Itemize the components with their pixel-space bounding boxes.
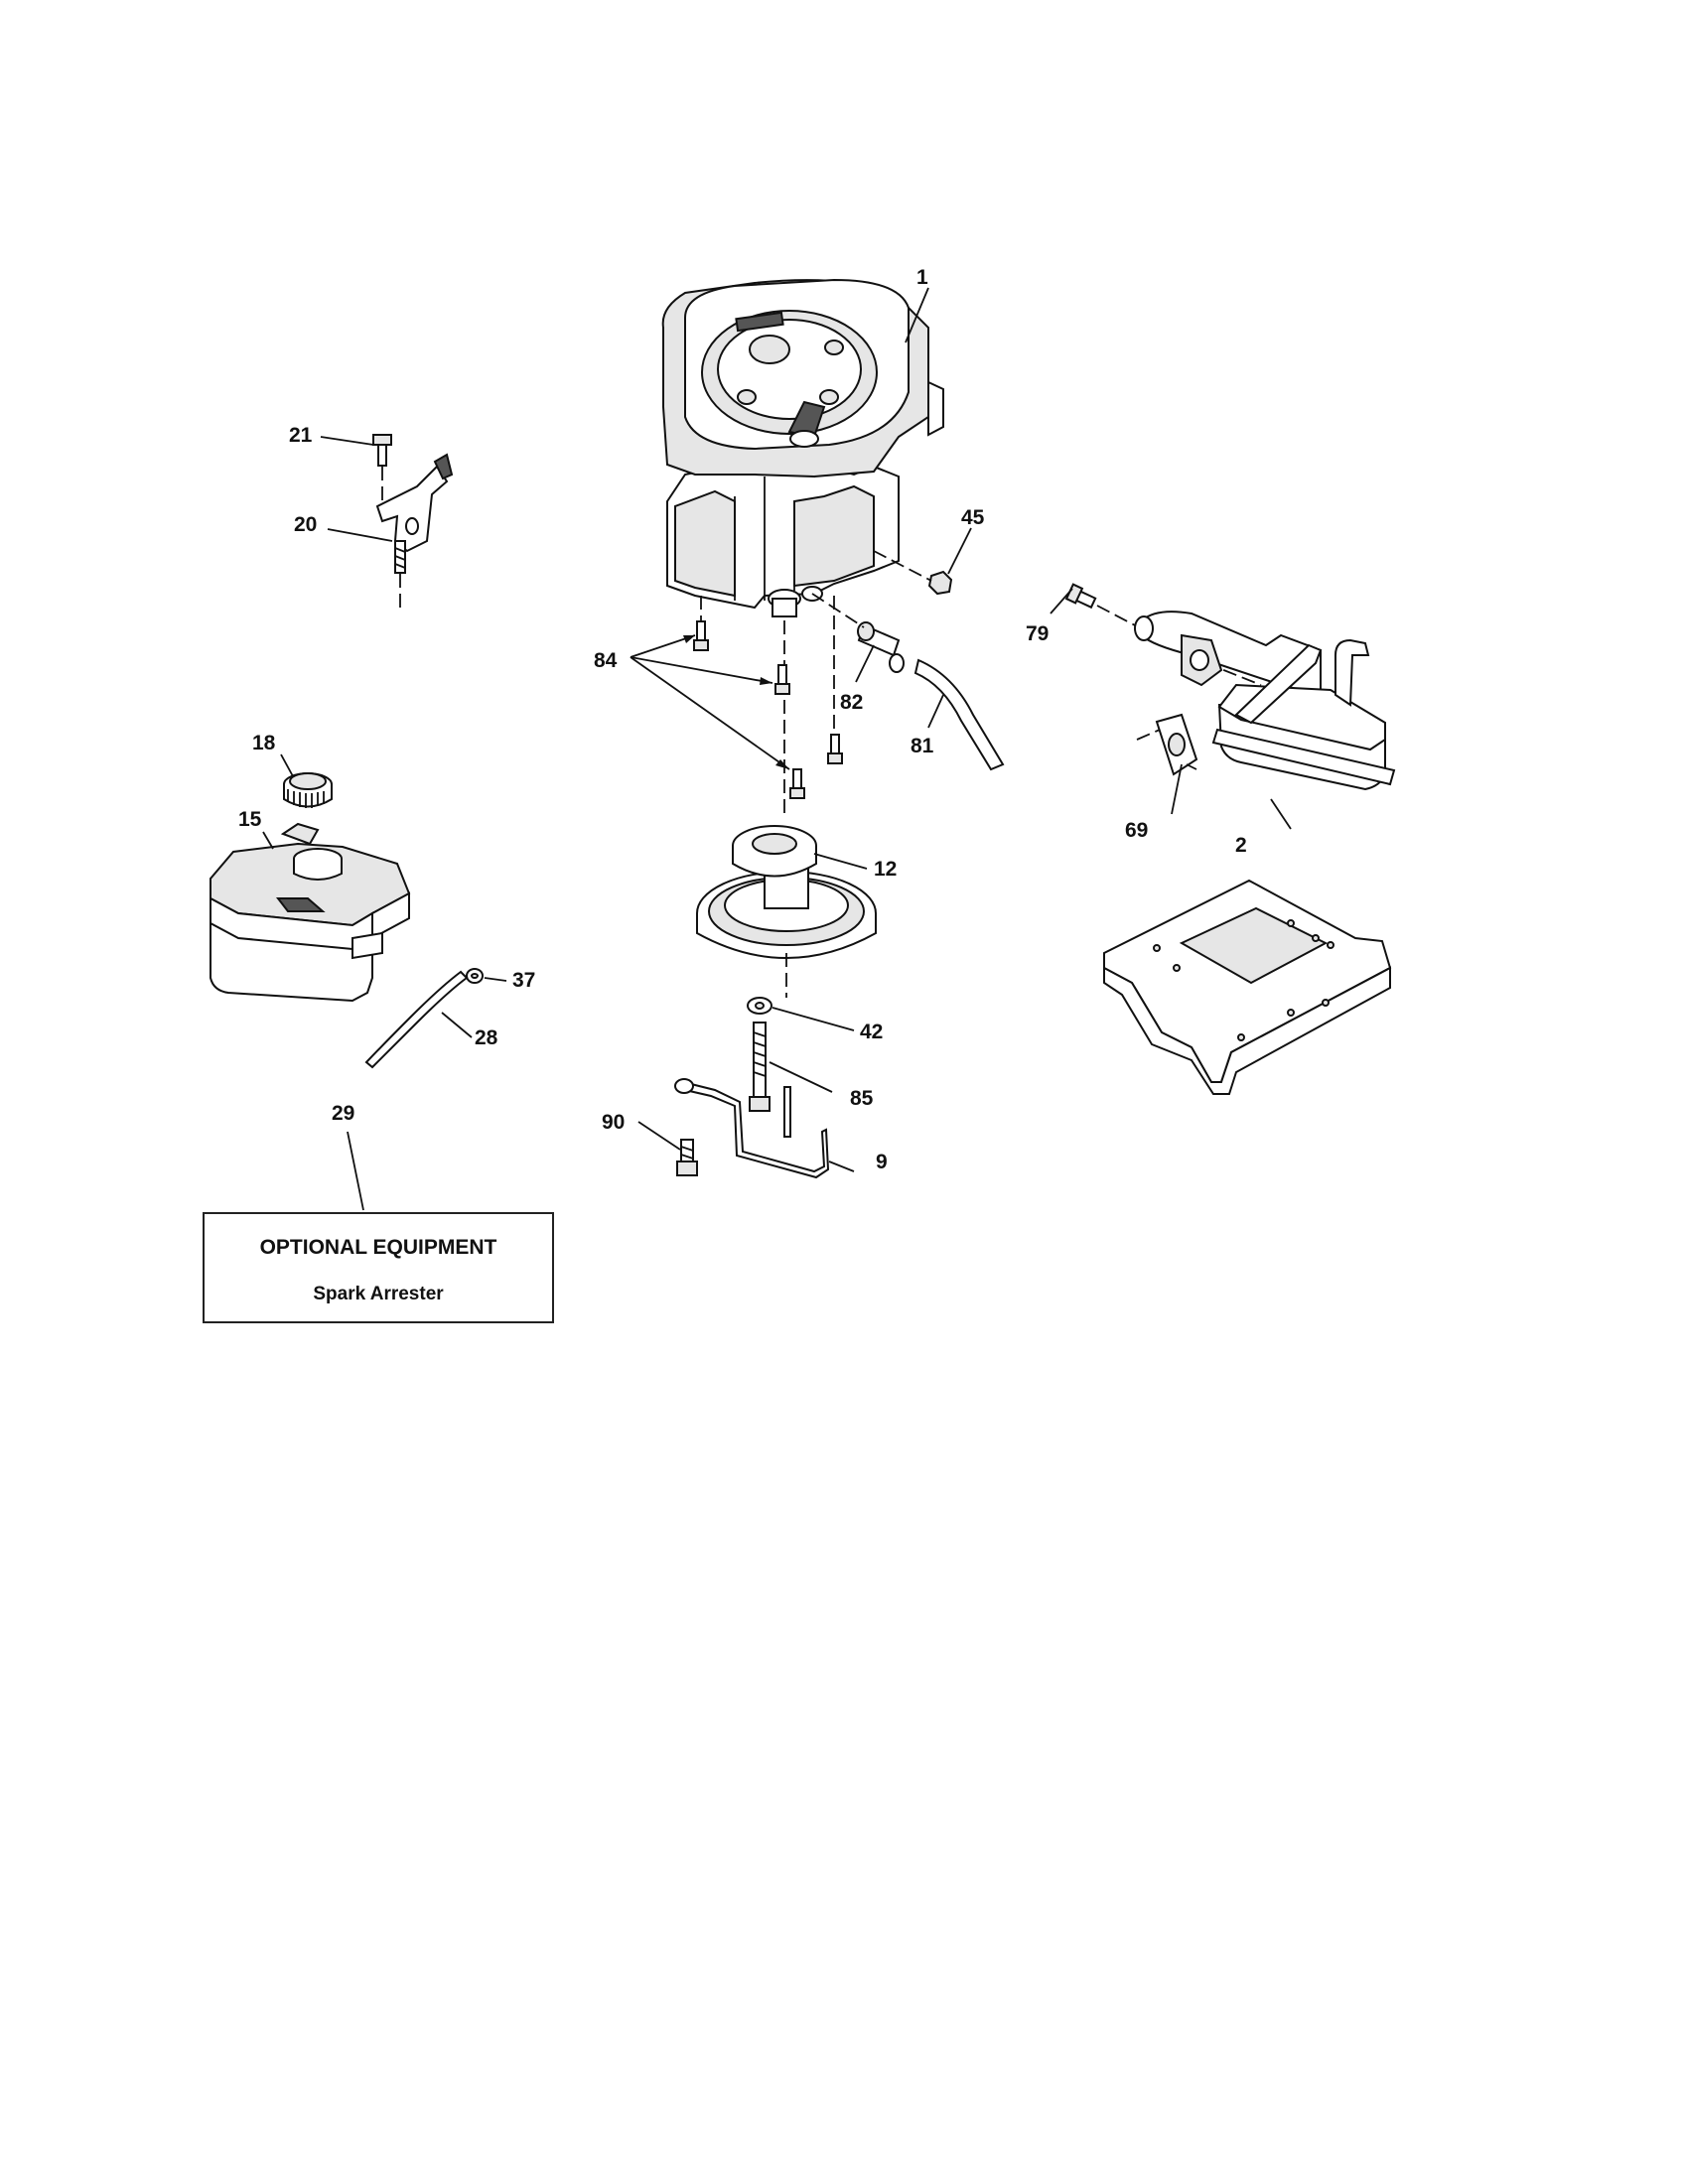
bolt-icon	[693, 620, 843, 799]
washer-icon	[747, 997, 772, 1015]
optional-equipment-title: OPTIONAL EQUIPMENT	[259, 1236, 497, 1259]
fuel-hose-icon	[364, 970, 469, 1069]
callout-15: 15	[238, 808, 262, 831]
optional-equipment-box: OPTIONAL EQUIPMENT Spark Arrester	[203, 1212, 554, 1323]
pulley-icon	[696, 825, 877, 959]
hose-clamp-icon	[466, 968, 484, 984]
arrowheads	[683, 635, 789, 769]
callout-42: 42	[860, 1021, 883, 1043]
callout-28: 28	[475, 1026, 498, 1049]
leader-lines	[262, 287, 1292, 1211]
callout-18: 18	[252, 732, 276, 754]
callout-37: 37	[512, 969, 535, 992]
bracket-icon	[674, 1078, 830, 1179]
callout-69: 69	[1125, 819, 1148, 842]
callout-9: 9	[876, 1151, 888, 1173]
callout-45: 45	[961, 506, 985, 529]
bolt-icon	[676, 1139, 698, 1176]
callout-29: 29	[332, 1102, 354, 1125]
nut-icon	[927, 570, 953, 596]
mounting-plate-icon	[1103, 879, 1392, 1095]
engine-icon	[661, 278, 944, 617]
muffler-icon	[1134, 611, 1396, 791]
throttle-bracket-icon	[372, 434, 454, 611]
optional-equipment-item: Spark Arrester	[313, 1284, 444, 1304]
callout-90: 90	[602, 1111, 625, 1134]
callout-21: 21	[289, 424, 313, 447]
fuel-line-icon	[913, 658, 1005, 771]
callout-2: 2	[1235, 834, 1247, 857]
screw-icon	[1064, 583, 1097, 610]
fuel-cap-icon	[283, 772, 333, 808]
bolt-icon	[749, 1022, 771, 1112]
callout-85: 85	[850, 1087, 874, 1110]
callout-1: 1	[916, 266, 928, 289]
callout-79: 79	[1026, 622, 1049, 645]
fuel-tank-icon	[210, 822, 411, 1003]
callout-82: 82	[840, 691, 863, 714]
callout-81: 81	[911, 735, 934, 757]
callout-84: 84	[594, 649, 618, 672]
callout-20: 20	[294, 513, 317, 536]
callout-12: 12	[874, 858, 897, 881]
gasket-icon	[1155, 713, 1198, 776]
